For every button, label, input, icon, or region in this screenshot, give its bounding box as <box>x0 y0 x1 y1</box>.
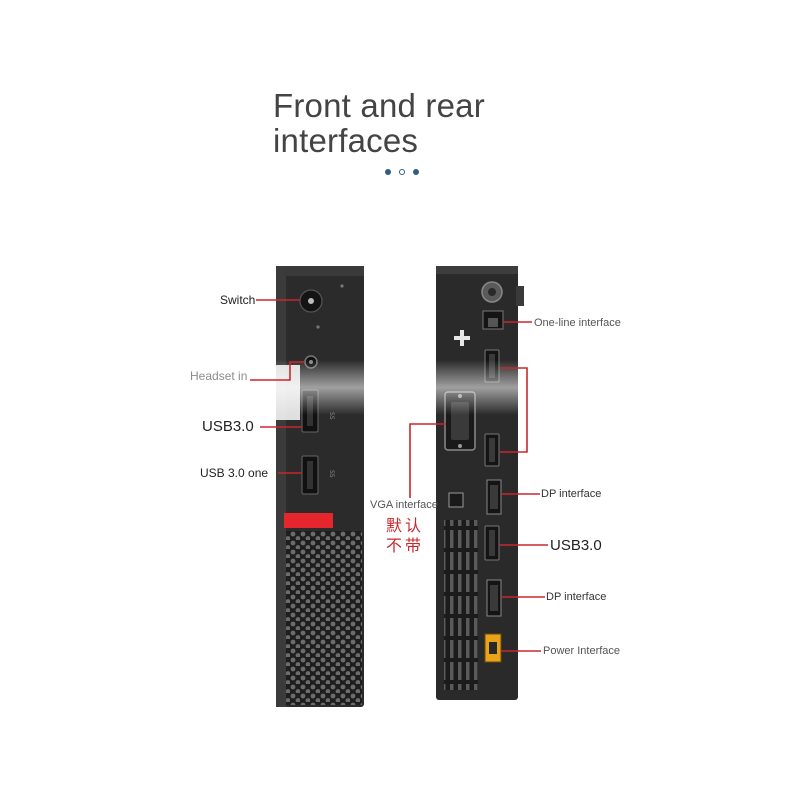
svg-text:SS: SS <box>328 412 335 420</box>
label-switch: Switch <box>220 293 256 307</box>
label-power-interface: Power Interface <box>543 645 621 657</box>
label-dp-interface-2: DP interface <box>546 591 607 603</box>
page-title: Front and rear interfaces <box>273 88 485 158</box>
label-vga-interface: VGA interface <box>370 499 438 511</box>
carousel-dot-3[interactable] <box>413 169 419 175</box>
title-line-1: Front and rear <box>273 87 485 124</box>
label-usb30-rear: USB3.0 <box>550 537 602 554</box>
label-usb30-front-top: USB3.0 <box>202 418 254 435</box>
carousel-indicator <box>385 169 419 175</box>
front-panel: SS SS <box>276 266 364 707</box>
label-one-line-interface: One-line interface <box>534 317 621 329</box>
rear-panel <box>436 266 524 700</box>
label-usb30-one: USB 3.0 one <box>200 466 269 480</box>
svg-text:SS: SS <box>328 470 335 478</box>
title-line-2: interfaces <box>273 122 419 159</box>
leader-lines <box>250 299 548 652</box>
vga-note-line-1: 默认 <box>386 518 425 535</box>
red-accent-strip <box>284 513 333 528</box>
carousel-dot-1[interactable] <box>385 169 391 175</box>
vga-note-line-2: 不带 <box>386 538 425 555</box>
label-vga-note: 默认 不带 <box>386 517 424 557</box>
rear-vent-slots <box>444 520 478 690</box>
label-headset: Headset in <box>190 369 248 383</box>
label-dp-interface-1: DP interface <box>541 488 602 500</box>
carousel-dot-2[interactable] <box>399 169 405 175</box>
front-vent-grill <box>286 531 362 705</box>
